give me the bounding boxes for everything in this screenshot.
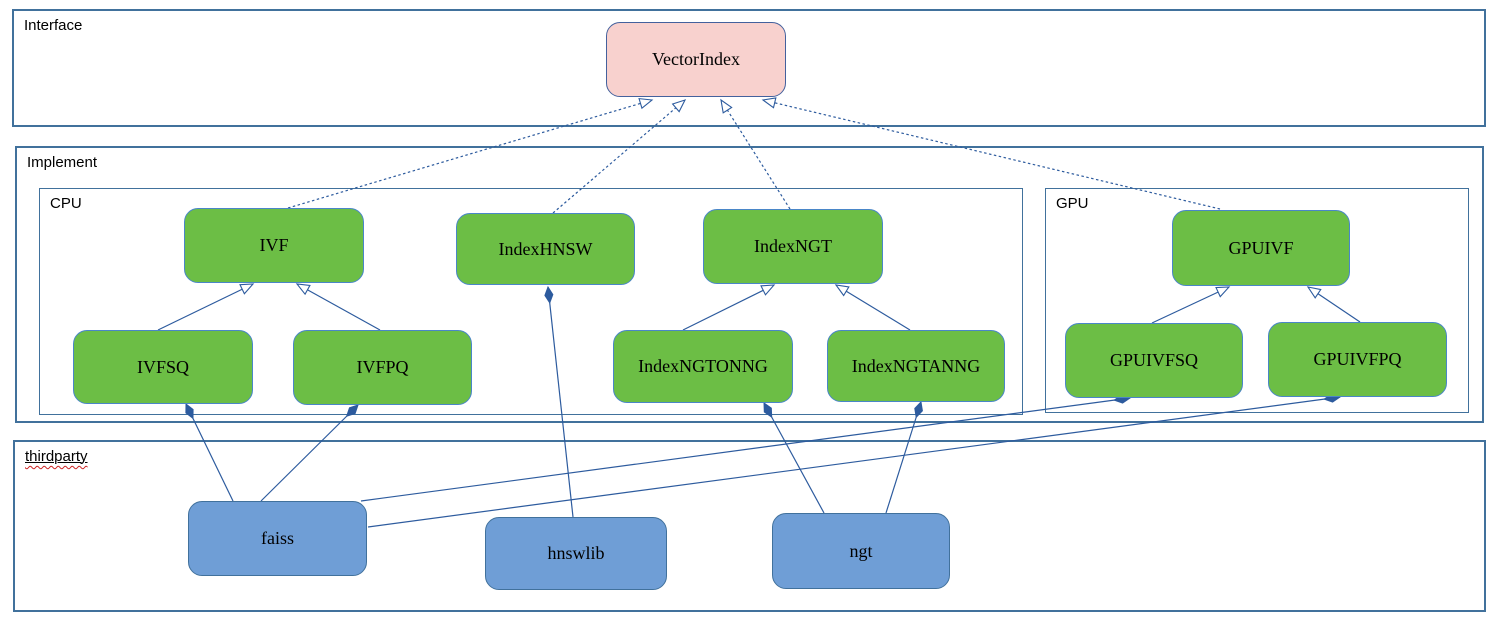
node-indexhnsw[interactable]: IndexHNSW xyxy=(456,213,635,285)
edge-ngt-indexngtanng xyxy=(885,402,921,514)
edge-faiss-gpuivfsq xyxy=(360,398,1130,502)
edge-indexngtonng-indexngt xyxy=(682,284,776,331)
node-ivfsq[interactable]: IVFSQ xyxy=(73,330,253,404)
node-indexngtanng[interactable]: IndexNGTANNG xyxy=(827,330,1005,402)
edge-faiss-gpuivfpq xyxy=(367,397,1340,528)
edge-faiss-ivfsq xyxy=(186,404,234,502)
thirdparty-section-label: thirdparty xyxy=(25,448,88,465)
edge-indexhnsw-vectorindex xyxy=(552,99,687,214)
node-gpuivfpq[interactable]: GPUIVFPQ xyxy=(1268,322,1447,397)
edge-indexngt-vectorindex xyxy=(720,98,791,210)
node-indexngtonng[interactable]: IndexNGTONNG xyxy=(613,330,793,403)
node-faiss[interactable]: faiss xyxy=(188,501,367,576)
node-gpuivf[interactable]: GPUIVF xyxy=(1172,210,1350,286)
edge-gpuivfsq-gpuivf xyxy=(1151,286,1231,324)
node-hnswlib[interactable]: hnswlib xyxy=(485,517,667,590)
node-ngt[interactable]: ngt xyxy=(772,513,950,589)
edge-indexngtanng-indexngt xyxy=(834,284,911,331)
node-gpuivfsq[interactable]: GPUIVFSQ xyxy=(1065,323,1243,398)
interface-section[interactable]: Interface xyxy=(12,9,1486,127)
edge-hnswlib-indexhnsw xyxy=(548,287,574,518)
implement-section-label: Implement xyxy=(27,154,98,171)
interface-section-label: Interface xyxy=(24,17,83,34)
cpu-section-label: CPU xyxy=(50,195,82,212)
thirdparty-section[interactable]: thirdparty xyxy=(13,440,1486,612)
node-ivf[interactable]: IVF xyxy=(184,208,364,283)
gpu-section[interactable]: GPU xyxy=(1045,188,1469,413)
edge-ivfsq-ivf xyxy=(157,283,255,331)
edge-ivf-vectorindex xyxy=(287,97,654,209)
node-indexngt[interactable]: IndexNGT xyxy=(703,209,883,284)
edge-gpuivf-vectorindex xyxy=(761,97,1221,210)
gpu-section-label: GPU xyxy=(1056,195,1089,212)
thirdparty-label-text: thirdparty xyxy=(25,448,88,465)
edge-faiss-ivfpq xyxy=(260,405,358,502)
edge-ngt-indexngtonng xyxy=(764,403,825,514)
edge-ivfpq-ivf xyxy=(295,283,381,331)
cpu-section[interactable]: CPU xyxy=(39,188,1023,415)
node-ivfpq[interactable]: IVFPQ xyxy=(293,330,472,405)
edge-gpuivfpq-gpuivf xyxy=(1306,286,1361,323)
implement-section[interactable]: Implement xyxy=(15,146,1484,423)
node-vectorindex[interactable]: VectorIndex xyxy=(606,22,786,97)
